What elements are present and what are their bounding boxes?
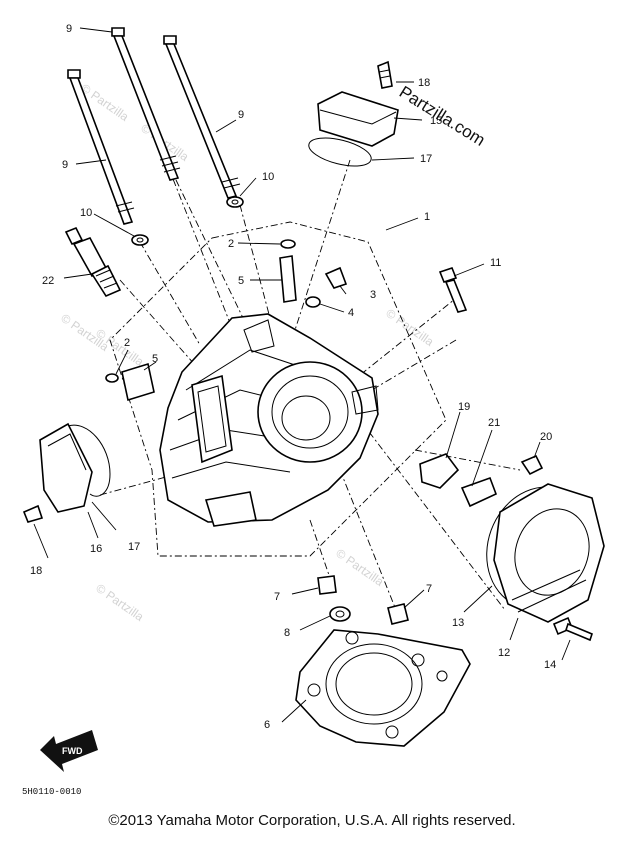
callout-20: 20 [540,431,552,443]
valve-guides [105,239,297,402]
callout-9: 9 [66,23,72,35]
callout-15: 15 [430,115,442,127]
callout-9: 9 [62,159,68,171]
callout-18: 18 [418,77,430,89]
breather-cover [308,60,399,167]
side-cover-left [22,422,111,523]
dowel-pins [317,575,409,625]
callout-10: 10 [80,207,92,219]
diagram-code: 5H0110-0010 [22,787,81,797]
washers [131,196,244,246]
callout-12: 12 [498,647,510,659]
callout-18: 18 [30,565,42,577]
plug-bolt [305,266,348,308]
callout-16: 16 [90,543,102,555]
copyright-notice: ©2013 Yamaha Motor Corporation, U.S.A. A… [108,812,516,829]
callout-10: 10 [262,171,274,183]
callout-13: 13 [452,617,464,629]
callout-1: 1 [424,211,430,223]
callout-17: 17 [128,541,140,553]
callout-22: 22 [42,275,54,287]
watermark-text: © Partzilla [93,581,146,624]
watermark-text: © Partzilla [333,546,386,589]
cylinder-head [159,313,379,527]
spark-plug [64,226,122,298]
fwd-label: FWD [62,746,83,756]
callout-7: 7 [274,591,280,603]
callout-5: 5 [152,353,158,365]
leader-lines [33,27,571,723]
callout-8: 8 [284,627,290,639]
callout-11: 11 [490,257,501,269]
head-gasket [295,629,471,747]
rocker-bracket [419,453,544,508]
callout-labels: 9 9 9 10 10 2 1 5 3 4 11 22 2 5 18 15 17… [30,23,556,731]
callout-6: 6 [264,719,270,731]
callout-5: 5 [238,275,244,287]
callout-2: 2 [124,337,130,349]
callout-21: 21 [488,417,500,429]
watermark-text: © Partzilla [383,306,436,349]
stud-bolt-11 [438,267,468,313]
callout-3: 3 [370,289,376,301]
callout-14: 14 [544,659,556,671]
callout-9: 9 [238,109,244,121]
callout-2: 2 [228,238,234,250]
forward-arrow-icon: FWD [40,730,98,772]
callout-4: 4 [348,307,354,319]
callout-7: 7 [426,583,432,595]
callout-19: 19 [458,401,470,413]
callout-17: 17 [420,153,432,165]
cylinder-head-bolts [67,27,241,225]
side-cover-right [486,483,605,642]
